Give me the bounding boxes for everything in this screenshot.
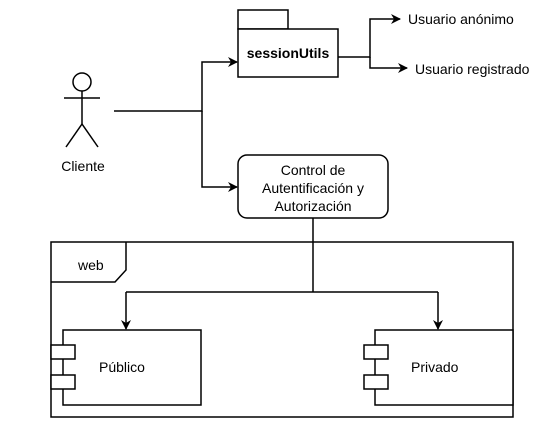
session-utils-label: sessionUtils	[247, 45, 330, 61]
actor-connectors	[114, 57, 238, 192]
component-public	[50, 329, 202, 406]
session-output-connectors	[338, 14, 408, 73]
session-utils-package	[237, 9, 339, 78]
actor-cliente	[64, 72, 100, 148]
component-public-label: Público	[99, 359, 145, 375]
component-private	[363, 329, 514, 406]
web-frame-label: web	[77, 257, 104, 273]
component-private-label: Privado	[411, 359, 459, 375]
auth-control-line-3: Autorización	[274, 198, 351, 214]
control-connectors	[121, 218, 443, 330]
auth-control-line-2: Autentificación y	[262, 180, 364, 196]
output-anonymous-user: Usuario anónimo	[408, 11, 514, 27]
output-registered-user: Usuario registrado	[415, 61, 530, 77]
auth-control-line-1: Control de	[281, 162, 346, 178]
actor-label: Cliente	[61, 158, 105, 174]
